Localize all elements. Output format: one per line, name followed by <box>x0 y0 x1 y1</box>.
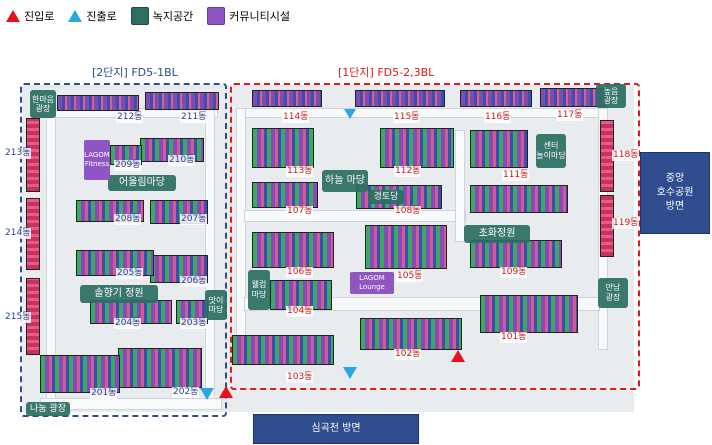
label-208: 208동 <box>114 214 142 225</box>
building-201[interactable] <box>40 355 120 393</box>
legend-green: 녹지공간 <box>130 7 194 25</box>
label-205: 205동 <box>116 268 144 279</box>
label-106: 106동 <box>286 267 314 278</box>
legend-entrance: 진입로 <box>6 8 54 24</box>
label-101: 101동 <box>500 332 528 343</box>
label-111: 111동 <box>502 170 530 181</box>
green-hanmaeum-plaza[interactable]: 한마음 광장 <box>30 90 56 118</box>
entrance-marker-icon[interactable] <box>219 386 233 398</box>
label-209: 209동 <box>114 160 142 171</box>
direction-central-lake-park: 중앙 호수공원 방면 <box>640 152 710 234</box>
building-101[interactable] <box>480 295 578 333</box>
label-105: 105동 <box>396 271 424 282</box>
label-210: 210동 <box>168 155 196 166</box>
label-206: 206동 <box>180 276 208 287</box>
label-117: 117동 <box>556 110 584 121</box>
green-manam-plaza[interactable]: 만남 광장 <box>598 278 628 308</box>
green-gyeongtodang[interactable]: 경토당 <box>368 190 404 204</box>
building-115-row[interactable] <box>355 90 445 107</box>
green-eoulim[interactable]: 어울림마당 <box>108 175 176 191</box>
label-115: 115동 <box>393 112 421 123</box>
direction-simgokcheon: 심곡천 방면 <box>253 414 419 444</box>
green-nanum-plaza[interactable]: 나눔 광장 <box>26 402 70 416</box>
green-matitmadang[interactable]: 맛이 마당 <box>205 290 227 320</box>
label-113: 113동 <box>286 166 314 177</box>
label-202: 202동 <box>172 387 200 398</box>
label-116: 116동 <box>484 112 512 123</box>
green-swatch-icon <box>130 7 149 25</box>
road <box>455 130 465 242</box>
building-114-row[interactable] <box>252 90 322 107</box>
label-109: 109동 <box>500 267 528 278</box>
green-center-play[interactable]: 센터 놀이마당 <box>536 134 566 168</box>
building-110[interactable] <box>470 185 568 213</box>
exit-marker-icon[interactable] <box>200 388 214 400</box>
community-swatch-icon <box>207 7 226 25</box>
legend-exit: 진출로 <box>68 8 117 24</box>
legend-green-label: 녹지공간 <box>152 10 194 23</box>
green-haneul[interactable]: 하늘 마당 <box>322 170 368 192</box>
legend-exit-label: 진출로 <box>86 10 117 23</box>
label-203: 203동 <box>180 318 208 329</box>
building-113[interactable] <box>252 128 314 168</box>
label-211: 211동 <box>180 112 208 123</box>
building-116-row[interactable] <box>460 90 532 107</box>
map-legend: 진입로 진출로 녹지공간 커뮤니티시설 <box>6 6 304 26</box>
legend-community-label: 커뮤니티시설 <box>229 10 290 23</box>
green-welcome[interactable]: 웰컴 마당 <box>248 270 270 310</box>
label-212: 212동 <box>116 112 144 123</box>
exit-marker-icon[interactable] <box>343 367 357 379</box>
label-102: 102동 <box>394 349 422 360</box>
entrance-marker-icon[interactable] <box>451 350 465 362</box>
label-112: 112동 <box>394 166 422 177</box>
label-114: 114동 <box>282 112 310 123</box>
label-103: 103동 <box>286 372 314 383</box>
building-211[interactable] <box>145 92 219 110</box>
building-112[interactable] <box>380 128 454 168</box>
zone-right-border <box>230 83 640 390</box>
label-119: 119동 <box>612 218 640 229</box>
entrance-triangle-icon <box>6 10 20 22</box>
legend-entrance-label: 진입로 <box>24 10 55 23</box>
exit-marker-icon[interactable] <box>344 109 356 119</box>
label-104: 104동 <box>286 306 314 317</box>
label-207: 207동 <box>180 214 208 225</box>
label-108: 108동 <box>394 206 422 217</box>
building-111[interactable] <box>470 130 528 168</box>
label-118: 118동 <box>612 150 640 161</box>
building-102[interactable] <box>360 318 462 350</box>
building-106[interactable] <box>252 232 334 268</box>
zone-left-border <box>20 83 227 417</box>
green-nopeum-plaza[interactable]: 높음 광장 <box>596 84 626 108</box>
label-107: 107동 <box>286 206 314 217</box>
community-lagom-lounge[interactable]: LAGOM Lounge <box>350 272 394 294</box>
label-214: 214동 <box>4 228 32 239</box>
green-solhyanggi[interactable]: 솔향기 정원 <box>80 285 158 303</box>
building-109[interactable] <box>470 240 562 268</box>
label-201: 201동 <box>90 388 118 399</box>
label-215: 215동 <box>4 312 32 323</box>
building-103[interactable] <box>232 335 334 365</box>
building-105[interactable] <box>365 225 447 269</box>
zone-right-title: [1단지] FD5-2,3BL <box>338 66 435 79</box>
building-107[interactable] <box>252 182 318 208</box>
label-204: 204동 <box>114 318 142 329</box>
legend-community: 커뮤니티시설 <box>207 7 290 25</box>
green-chohwa[interactable]: 초화정원 <box>464 225 530 243</box>
exit-triangle-icon <box>68 10 83 22</box>
building-207[interactable] <box>150 200 208 224</box>
label-213: 213동 <box>4 148 32 159</box>
building-202[interactable] <box>118 348 202 388</box>
building-212[interactable] <box>57 95 139 111</box>
zone-left-title: [2단지] FD5-1BL <box>92 66 178 79</box>
community-lagom-fitness[interactable]: LAGOM Fitness <box>84 140 110 180</box>
